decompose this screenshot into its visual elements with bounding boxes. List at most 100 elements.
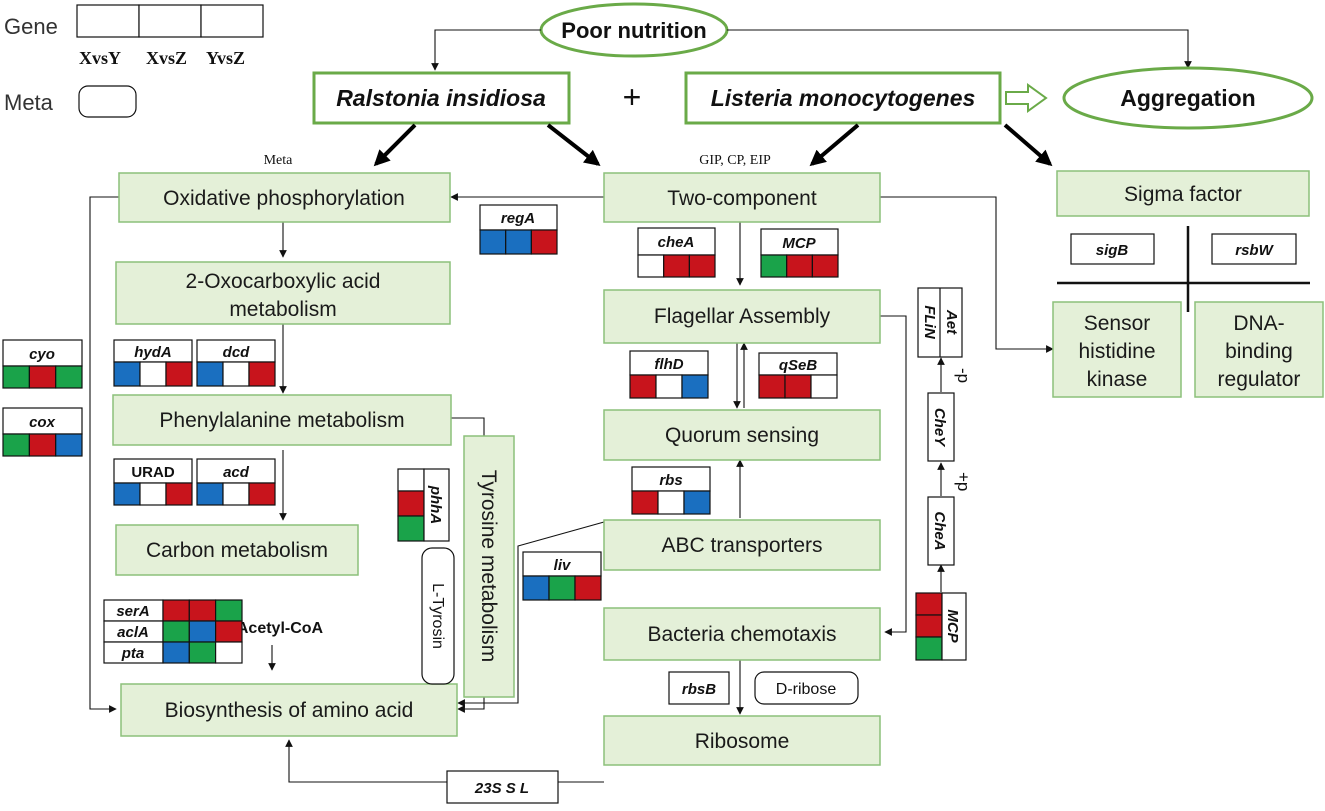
pathway-flagellar-label: Flagellar Assembly	[654, 305, 831, 328]
gene-hydA-label: hydA	[134, 344, 172, 361]
gene-regA-cell	[530, 229, 558, 255]
gene-qSeB: qSeB	[758, 352, 838, 399]
legend-comparison-1: XvsY	[79, 48, 121, 68]
legend-gene-swatch	[76, 4, 264, 38]
pathway-dna-label-3: regulator	[1218, 368, 1301, 391]
pathway-biosyn-label: Biosynthesis of amino acid	[165, 699, 414, 722]
gene-cox-cell	[28, 433, 57, 457]
gene-liv-cell	[574, 575, 602, 601]
pathway-chemotaxis: Bacteria chemotaxis	[603, 607, 881, 661]
gene-dcd-cell	[248, 361, 276, 387]
gene-phhA-cell	[397, 515, 425, 542]
gene-acd-cell	[222, 482, 250, 506]
gene-qSeB-cell	[758, 374, 786, 399]
gene-qSeB-cell	[810, 374, 838, 399]
pathway-phenylalanine: Phenylalanine metabolism	[112, 394, 452, 446]
gene-sigB: sigB	[1070, 233, 1155, 265]
gene-cox: cox	[2, 407, 83, 457]
listeria-label: Listeria monocytogenes	[711, 85, 976, 111]
pathway-oxo-label-1: 2-Oxocarboxylic acid	[186, 270, 381, 293]
gene-CheA-vertical-label: CheA	[931, 511, 948, 550]
pathway-sensor-label-1: Sensor	[1084, 312, 1151, 335]
gene-hydA-cell	[113, 361, 141, 387]
gene-aclA-cell	[215, 620, 243, 643]
gene-CheA-vertical: CheA	[927, 496, 955, 566]
pathway-sensor-kinase: Sensor histidine kinase	[1052, 301, 1182, 398]
gene-rsbW: rsbW	[1211, 233, 1297, 265]
gene-rbsB-label: rbsB	[682, 681, 716, 698]
gene-URAD-cell	[113, 482, 141, 506]
gene-rbs-cell	[631, 490, 659, 515]
gene-acd-cell	[196, 482, 224, 506]
pathway-sigma: Sigma factor	[1056, 170, 1310, 217]
gene-rbs-cell	[683, 490, 711, 515]
legend-meta-swatch	[78, 85, 137, 118]
gene-serA: serA	[103, 599, 243, 622]
gene-liv: liv	[522, 551, 602, 601]
gene-rbs: rbs	[631, 466, 711, 515]
gene-serA-cell	[162, 599, 190, 622]
gene-pta-cell	[162, 641, 190, 664]
pathway-chemotaxis-label: Bacteria chemotaxis	[647, 623, 836, 646]
gene-flhD-cell	[655, 374, 683, 399]
gene-pta: pta	[103, 641, 243, 664]
gene-cheA-cell	[637, 254, 665, 278]
pathway-oxocarboxylic: 2-Oxocarboxylic acid metabolism	[115, 261, 451, 325]
gene-phhA-cell	[397, 490, 425, 517]
gene-MCP-cell	[786, 254, 814, 278]
gene-cox-label: cox	[29, 414, 56, 431]
plus-sign: +	[623, 79, 642, 115]
gene-URAD: URAD	[113, 458, 193, 506]
metabolite-acetyl-coa: Acetyl-CoA	[237, 620, 324, 637]
gene-MCP_v-cell	[915, 636, 943, 661]
gene-CheY-label: CheY	[931, 408, 948, 448]
gene-Aet-label: Aet	[943, 309, 960, 335]
gene-cyo-cell	[28, 365, 57, 389]
pathway-flagellar: Flagellar Assembly	[603, 289, 881, 344]
edge-ralstonia-twocomp	[546, 123, 601, 166]
gene-regA-cell	[479, 229, 507, 255]
pathway-oxphos: Oxidative phosphorylation	[118, 172, 451, 223]
gene-pta-cell	[188, 641, 217, 664]
gene-dcd: dcd	[196, 339, 276, 387]
gene-cyo-cell	[55, 365, 83, 389]
gene-MCP-label: MCP	[782, 235, 816, 252]
gene-CheY: CheY	[927, 392, 955, 462]
gene-cyo: cyo	[2, 339, 83, 389]
gene-cheA-label: cheA	[658, 234, 695, 251]
pathway-quorum-label: Quorum sensing	[665, 424, 819, 447]
pathway-tyrosine: Tyrosine metabolism	[463, 435, 515, 698]
gene-aclA-label: aclA	[117, 624, 149, 641]
pathway-carbon: Carbon metabolism	[115, 524, 359, 576]
pathway-twocomponent: Two-component	[603, 172, 881, 223]
gene-URAD-cell	[139, 482, 167, 506]
pathway-twocomp-label: Two-component	[667, 187, 817, 210]
pathway-sigma-label: Sigma factor	[1124, 183, 1242, 206]
pathway-dna-label-1: DNA-	[1233, 312, 1284, 335]
pathway-phe-label: Phenylalanine metabolism	[159, 409, 404, 432]
phospho-plus: +p	[954, 472, 973, 491]
gene-hydA-cell	[165, 361, 193, 387]
gene-23s-label: 23S S L	[474, 780, 529, 797]
gip-note: GIP, CP, EIP	[699, 153, 771, 168]
metabolite-d-ribose-label: D-ribose	[776, 681, 837, 698]
ralstonia-node	[312, 71, 571, 125]
edge-oxphos-biosyn	[89, 196, 119, 713]
edge-listeria-sigma	[1003, 123, 1053, 167]
edge-phe-tyrosine	[451, 417, 485, 436]
gene-cheA-cell	[663, 254, 691, 278]
pathway-abc-label: ABC transporters	[661, 534, 822, 557]
gene-hydA: hydA	[113, 339, 193, 387]
legend-comparison-2: XvsZ	[146, 48, 187, 68]
metabolite-d-ribose: D-ribose	[754, 671, 859, 705]
pathway-abc: ABC transporters	[603, 519, 881, 571]
gene-phhA-label: phhA	[427, 485, 444, 524]
listeria-node	[684, 71, 1002, 125]
gene-cheA-cell	[688, 254, 716, 278]
edge-tyrosine-biosyn	[457, 697, 485, 713]
gene-MCP-cell	[760, 254, 788, 278]
gene-phhA: phhA	[397, 468, 450, 542]
gene-acd-label: acd	[223, 464, 250, 481]
ralstonia-label: Ralstonia insidiosa	[336, 85, 546, 111]
legend-meta-label: Meta	[4, 90, 54, 115]
